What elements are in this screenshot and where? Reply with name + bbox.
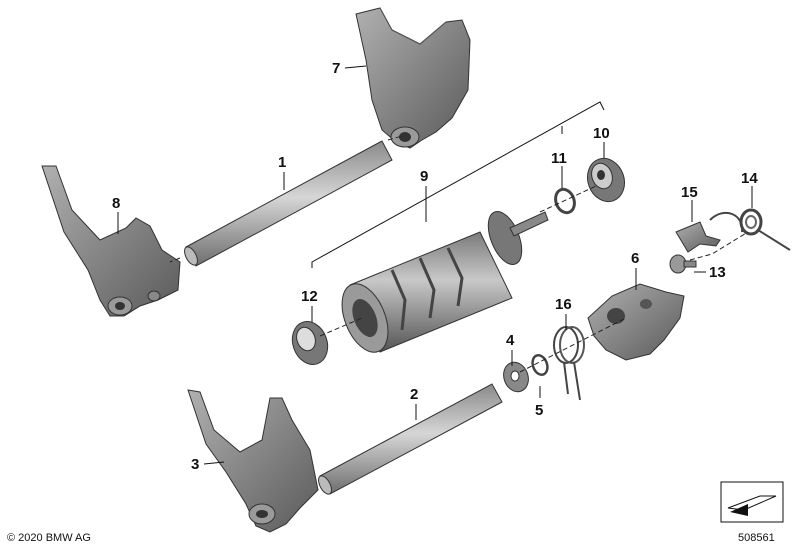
selector-housing-6 [587,283,685,361]
bearing-10 [586,157,626,203]
shaft-1 [184,140,393,267]
washer-4 [503,361,529,393]
callout-14: 14 [741,170,758,187]
shift-fork-8 [41,165,181,317]
shift-fork-3 [187,389,319,533]
callout-8: 8 [112,195,120,212]
callout-1: 1 [278,154,286,171]
spring-14 [739,208,791,251]
copyright-text: © 2020 BMW AG [7,532,91,544]
shift-drum-9 [341,211,549,353]
leader-lines [117,65,753,465]
shift-fork-7 [355,7,471,149]
callout-10: 10 [593,125,610,142]
callout-3: 3 [191,456,199,473]
shaft-2 [318,383,503,495]
assembly-axis-lines [169,135,749,373]
detent-lever-15 [675,211,744,253]
seal-12 [291,321,329,365]
spring-16 [553,326,585,401]
orientation-symbol [720,481,784,523]
callout-15: 15 [681,184,698,201]
callout-4: 4 [506,332,515,349]
document-number: 508561 [738,532,775,544]
callout-6: 6 [631,250,639,267]
callout-2: 2 [410,386,418,403]
callout-7: 7 [332,60,340,77]
callout-16: 16 [555,296,572,313]
callout-12: 12 [301,288,318,305]
ring-11 [554,187,576,215]
callout-9: 9 [420,168,428,185]
callout-5: 5 [535,402,543,419]
screw-13 [669,254,697,274]
callout-13: 13 [709,264,726,281]
ring-5 [531,354,549,376]
callout-11: 11 [551,150,567,167]
